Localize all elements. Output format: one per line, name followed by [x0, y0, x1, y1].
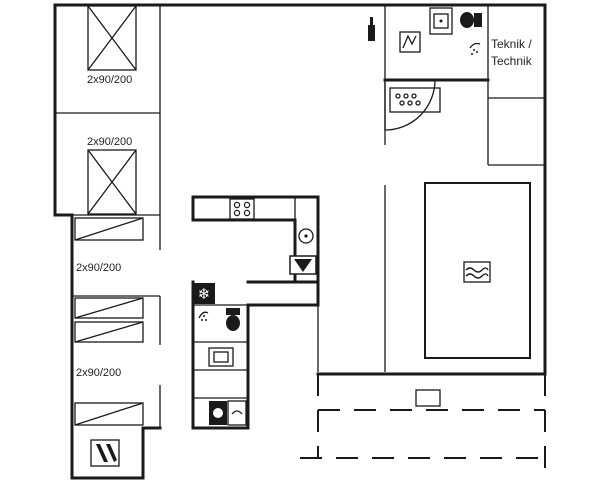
freezer-icon: ❄	[193, 283, 215, 304]
washbasin-icon	[208, 347, 234, 367]
wardrobe-5	[74, 321, 144, 343]
toilet-icon	[226, 308, 240, 331]
toilet-icon-2	[460, 12, 482, 28]
shower-icon-2	[469, 42, 481, 55]
fireplace-icon	[90, 439, 120, 467]
kitchen-sink-icon	[298, 228, 314, 244]
tech-room-label: Teknik / Technik	[491, 36, 532, 70]
wardrobe-3	[74, 217, 144, 241]
terrace-outline	[300, 374, 546, 478]
stove-icon	[229, 198, 255, 220]
tech-label-line-2: Technik	[491, 54, 532, 68]
svg-text:❄: ❄	[198, 285, 211, 303]
wardrobe-2	[87, 149, 137, 215]
wardrobe-1	[87, 5, 137, 71]
bedroom-walls	[55, 5, 161, 428]
bed-label-1: 2x90/200	[87, 74, 133, 86]
bed-label-4: 2x90/200	[76, 367, 122, 379]
sink-icon	[429, 7, 453, 35]
tech-label-line-1: Teknik /	[491, 37, 532, 51]
bed-label-3: 2x90/200	[76, 262, 122, 274]
wine-bottle-icon	[368, 17, 375, 41]
washing-machine-icon	[209, 400, 247, 426]
shower-icon	[198, 311, 209, 321]
dishwasher-icon	[289, 255, 317, 275]
wardrobe-6	[74, 402, 144, 426]
pool-icon	[424, 182, 531, 359]
outer-walls	[53, 3, 547, 480]
sauna-icon	[389, 87, 441, 113]
bathroom-1-walls	[383, 5, 545, 166]
bed-label-2: 2x90/200	[87, 136, 133, 148]
pool-room-walls	[316, 185, 547, 376]
sauna-heater-icon	[399, 31, 421, 53]
wardrobe-4	[74, 297, 144, 319]
